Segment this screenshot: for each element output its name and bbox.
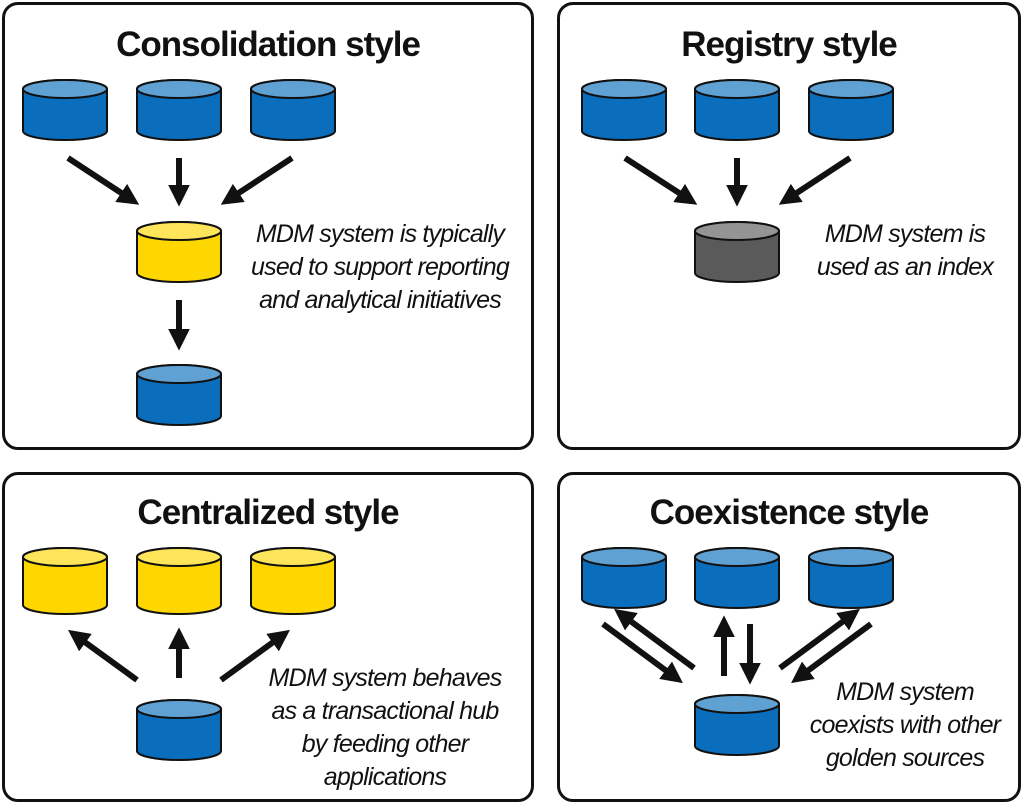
centralized-caption-line-1: MDM system behaves xyxy=(268,664,503,692)
registry-title: Registry style xyxy=(681,25,898,64)
coexistence-caption-line-3: golden sources xyxy=(825,744,985,772)
consolidation-caption: MDM system is typically used to support … xyxy=(230,218,530,317)
registry-panel: Registry style xyxy=(557,2,1021,450)
consolidation-caption-line-1: MDM system is typically xyxy=(255,220,505,248)
centralized-title: Centralized style xyxy=(137,493,399,532)
coexistence-caption-line-1: MDM system xyxy=(836,678,975,706)
coexistence-title: Coexistence style xyxy=(649,493,930,532)
coexistence-caption-line-2: coexists with other xyxy=(809,711,1001,739)
consolidation-caption-line-3: and analytical initiatives xyxy=(259,286,502,314)
registry-caption: MDM system is used as an index xyxy=(795,218,1015,284)
coexistence-caption: MDM system coexists with other golden so… xyxy=(800,676,1010,775)
consolidation-panel: Consolidation style xyxy=(2,2,534,450)
centralized-caption-line-3: by feeding other xyxy=(301,730,469,758)
registry-caption-line-1: MDM system is xyxy=(824,220,986,248)
consolidation-title: Consolidation style xyxy=(116,25,421,64)
centralized-caption-line-4: applications xyxy=(323,763,447,791)
registry-caption-line-2: used as an index xyxy=(816,253,994,281)
consolidation-caption-line-2: used to support reporting xyxy=(251,253,510,281)
centralized-caption-line-2: as a transactional hub xyxy=(271,697,499,725)
centralized-caption: MDM system behaves as a transactional hu… xyxy=(250,662,520,794)
